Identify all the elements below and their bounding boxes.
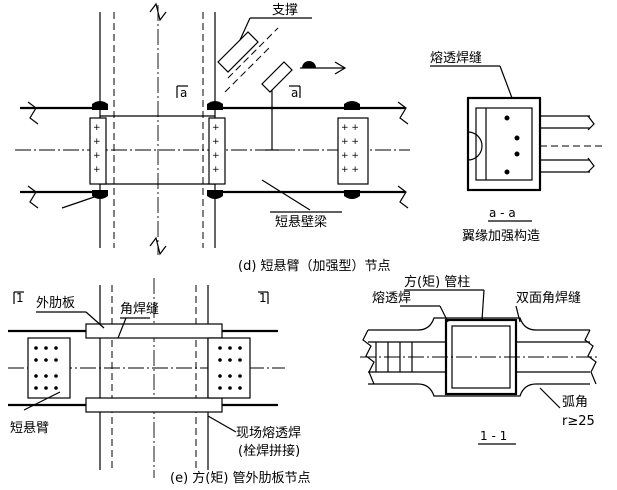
svg-text:+: + [212, 123, 220, 133]
section-mark-a-left: a [180, 86, 187, 100]
label-tube-column: 方(矩) 管柱 [404, 274, 470, 290]
label-penetration-weld: 熔透焊 [372, 290, 411, 306]
bolt-group-right: + + + + + + + + [341, 123, 359, 175]
svg-text:+ +: + + [341, 151, 359, 161]
section-title-11: 1 - 1 [480, 429, 507, 443]
svg-text:+: + [93, 137, 101, 147]
svg-text:+: + [93, 151, 101, 161]
label-short-cantilever: 短悬臂 [10, 421, 49, 436]
svg-text:+: + [212, 151, 220, 161]
label-double-fillet-weld: 双面角焊缝 [516, 290, 581, 306]
svg-text:+ +: + + [341, 137, 359, 147]
label-fillet-weld: 角焊缝 [120, 301, 159, 317]
detail-d-drawing: + + + + + + + + + + + + + + + + [15, 2, 410, 256]
svg-text:+ +: + + [341, 165, 359, 175]
svg-text:+: + [212, 137, 220, 147]
caption-detail-d: (d) 短悬臂（加强型）节点 [238, 259, 391, 274]
label-radius: r≥25 [562, 414, 595, 429]
label-short-beam: 短悬壁梁 [275, 215, 327, 230]
bolt-group-left: + + + + [93, 123, 101, 175]
section-mark-1-left: 1 [16, 291, 24, 305]
svg-text:+: + [212, 165, 220, 175]
label-field-penetration-weld: 现场熔透焊 [236, 425, 301, 441]
bolt-group-mid: + + + + [212, 123, 220, 175]
svg-text:+: + [93, 165, 101, 175]
detail-e-drawing [8, 278, 285, 478]
section-title-aa: a - a [489, 206, 516, 220]
svg-text:+ +: + + [341, 123, 359, 133]
svg-text:+: + [93, 123, 101, 133]
label-penetration-weld-aa: 熔透焊缝 [430, 50, 482, 66]
caption-detail-e: (e) 方(矩) 管外肋板节点 [170, 470, 311, 486]
section-mark-1-right: 1 [259, 291, 267, 305]
label-arc-corner: 弧角 [562, 395, 588, 410]
section-aa-drawing [430, 65, 605, 192]
bolt-dots-left [34, 346, 58, 390]
label-brace: 支撑 [272, 3, 298, 18]
label-rib-plate: 外肋板 [36, 296, 75, 311]
caption-flange-reinforcement: 翼缘加强构造 [462, 229, 540, 244]
section-11-drawing [360, 289, 600, 409]
section-mark-a-right: a [291, 86, 298, 100]
label-bolted-welded-splice: (栓焊拼接) [238, 443, 300, 459]
bolt-dots-right [218, 346, 242, 390]
